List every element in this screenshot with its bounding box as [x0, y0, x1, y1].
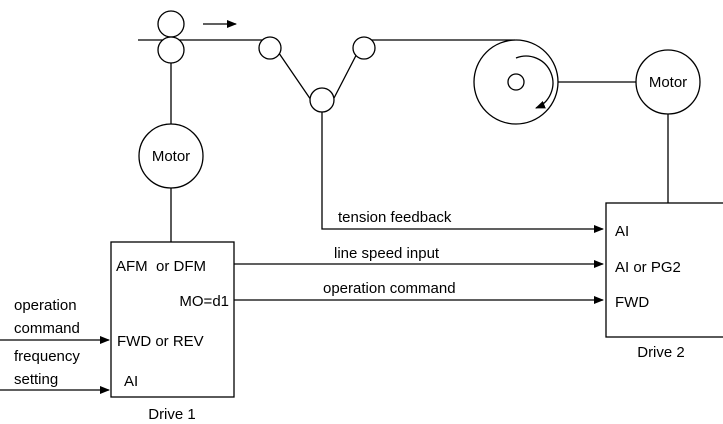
drive2-terminal-fwd: FWD	[615, 294, 649, 311]
drive2-box	[605, 202, 723, 338]
reel-core	[507, 73, 525, 91]
tension-feedback-line	[321, 112, 604, 233]
operation-input-label-2: command	[14, 320, 80, 337]
drive2-terminal-ai-pg2: AI or PG2	[615, 259, 681, 276]
drive1-terminal-fwd-rev: FWD or REV	[117, 333, 204, 350]
frequency-input-label-1: frequency	[14, 348, 80, 365]
drive1-terminal-ai: AI	[124, 373, 138, 390]
line-speed-label: line speed input	[334, 245, 440, 262]
frequency-input-label-2: setting	[14, 371, 58, 388]
motor-right-label: Motor	[649, 74, 687, 91]
tension-feedback-label: tension feedback	[338, 209, 452, 226]
operation-input-label-1: operation	[14, 297, 77, 314]
operation-command-label: operation command	[323, 280, 456, 297]
drive2-terminal-ai: AI	[615, 223, 629, 240]
dancer-roller	[309, 87, 335, 113]
drive2-label: Drive 2	[637, 344, 685, 361]
guide-roller-left	[258, 36, 282, 60]
nip-roller-top	[157, 10, 185, 38]
guide-roller-right	[352, 36, 376, 60]
motor-left-label: Motor	[152, 148, 190, 165]
drive1-terminal-mo: MO=d1	[179, 293, 229, 310]
reel-rotation-arrow	[515, 55, 554, 109]
drive1-terminal-afm-dfm: AFM or DFM	[116, 258, 206, 275]
nip-roller-bottom	[157, 36, 185, 64]
drive1-label: Drive 1	[148, 406, 196, 423]
drive1-box	[110, 241, 235, 398]
